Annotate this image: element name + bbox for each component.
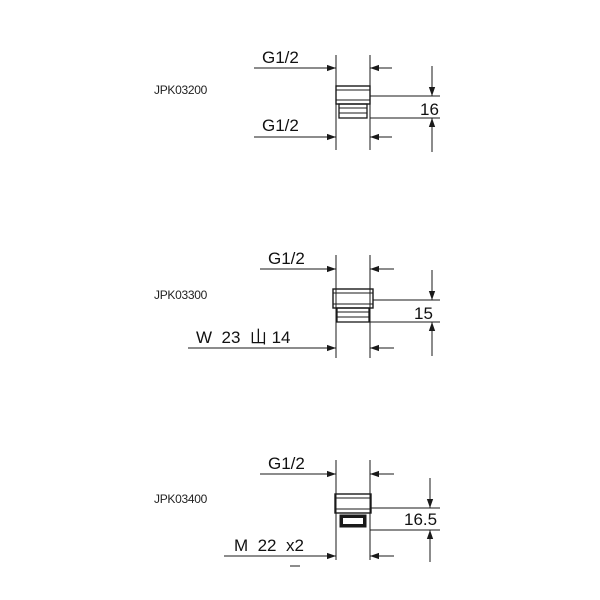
adapter-1-code: JPK03200	[154, 83, 207, 97]
adapter-3-thread-inner	[343, 518, 363, 524]
adapter-1-body	[335, 85, 371, 105]
adapter-1-height: 16	[420, 100, 439, 119]
adapter-1-drawing	[254, 55, 440, 152]
adapter-3-code: JPK03400	[154, 492, 207, 506]
adapter-2-thread	[336, 307, 370, 323]
adapter-3-height: 16.5	[404, 510, 438, 529]
adapter-2-bottom-thread: W 23 山 14	[196, 328, 291, 347]
adapter-2-drawing	[188, 255, 440, 358]
adapter-3-top-thread: G1/2	[268, 454, 305, 473]
adapter-3-body	[334, 493, 372, 514]
adapter-3-bottom-thread: M 22 x2	[234, 536, 304, 555]
adapter-1-bottom-thread: G1/2	[262, 116, 299, 135]
adapter-2-height: 15	[414, 304, 433, 323]
adapter-3-drawing	[224, 460, 440, 567]
adapter-1-thread	[338, 103, 368, 119]
adapter-2-code: JPK03300	[154, 288, 207, 302]
adapter-2-body	[332, 288, 374, 309]
adapter-2-top-thread: G1/2	[268, 249, 305, 268]
adapter-1-top-thread: G1/2	[262, 48, 299, 67]
